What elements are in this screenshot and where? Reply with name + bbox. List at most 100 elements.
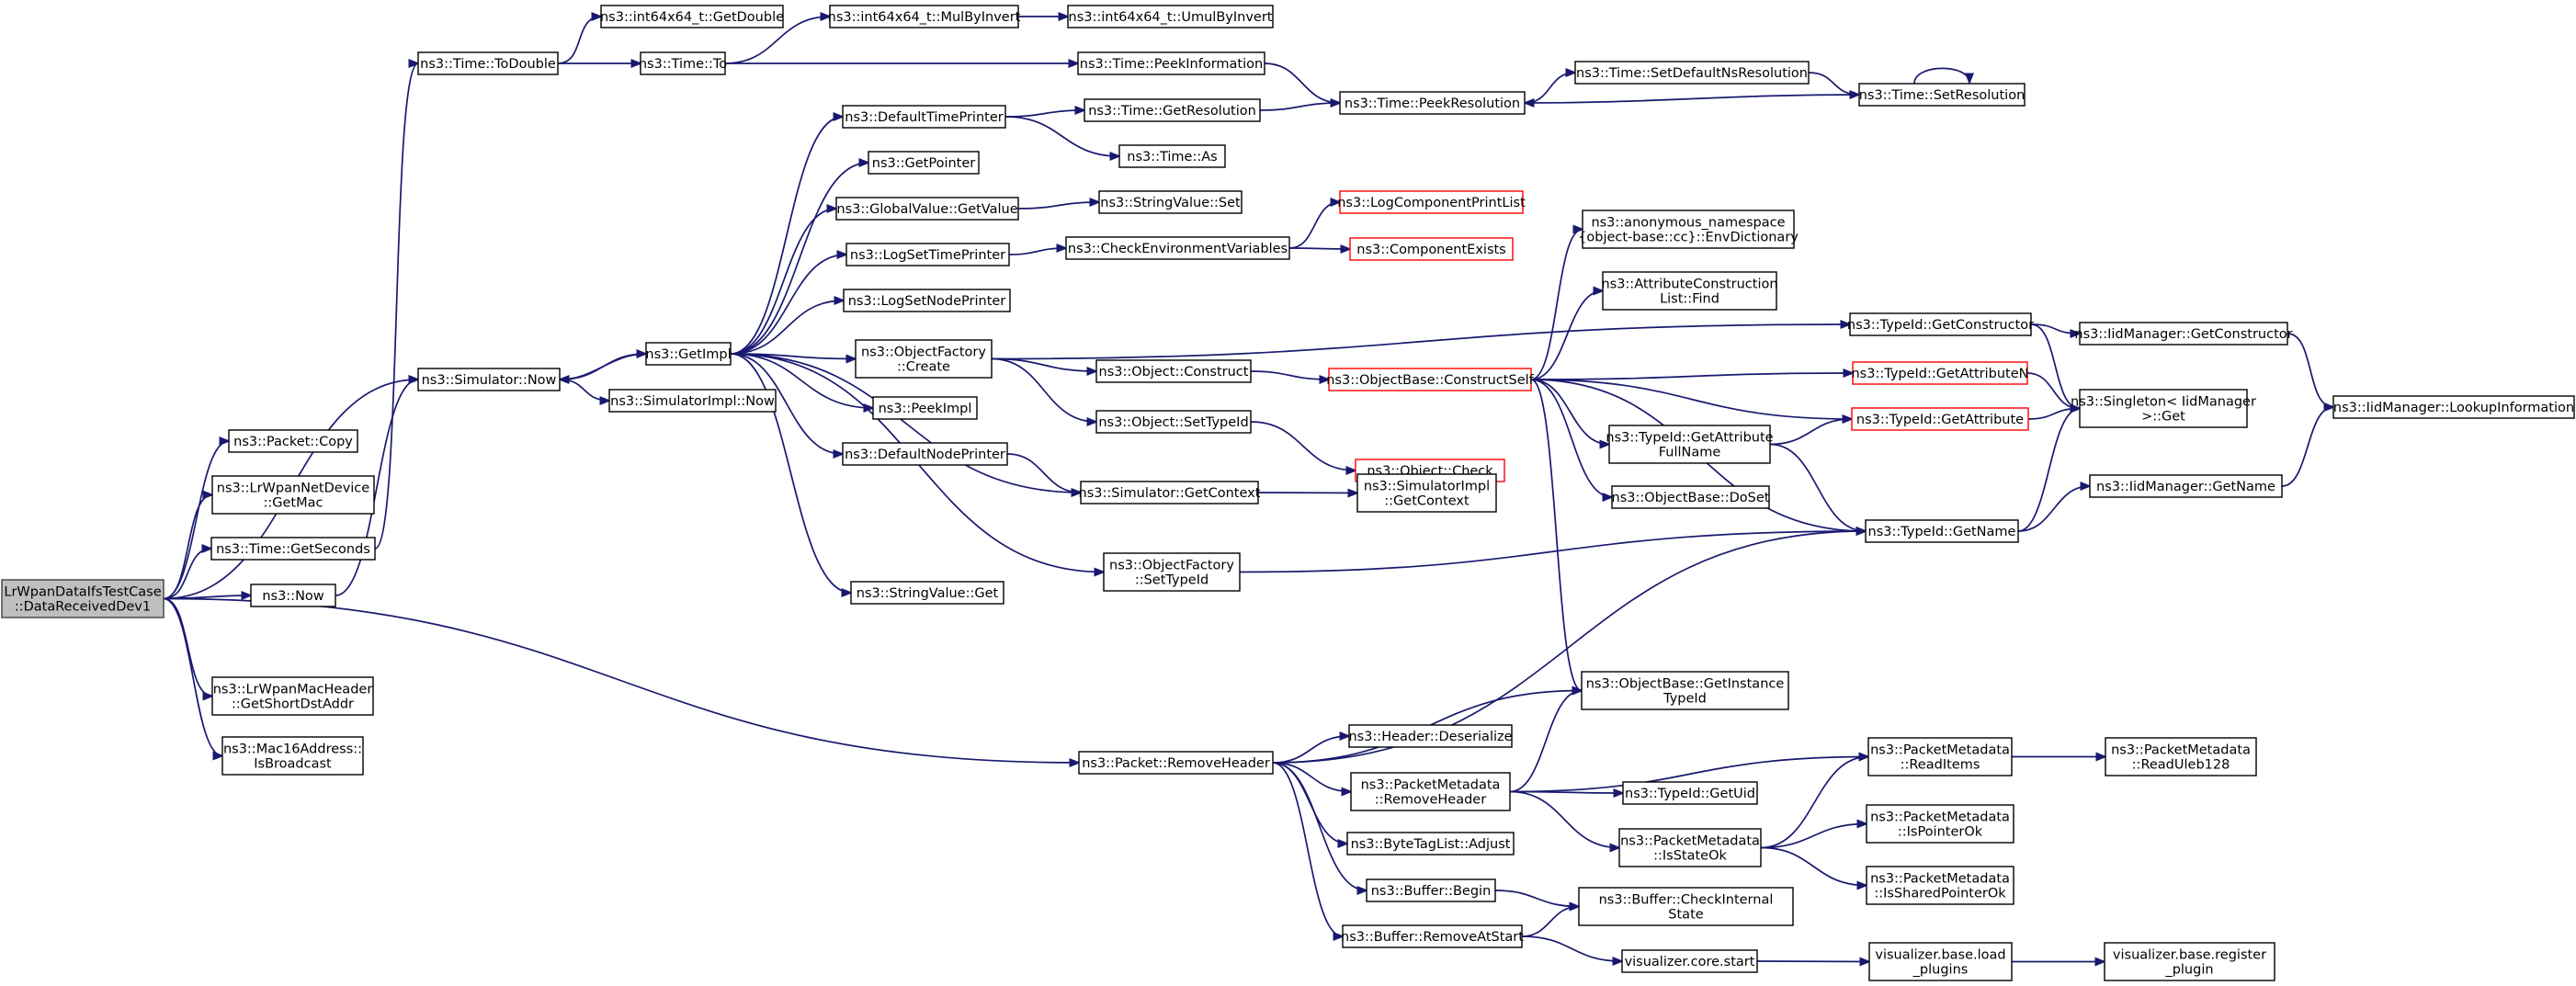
call-node[interactable]: ns3::Singleton< IidManager >::Get <box>2071 389 2256 428</box>
call-node[interactable]: ns3::ObjectFactory::SetTypeId <box>1103 552 1241 592</box>
call-node[interactable]: ns3::Simulator::Now <box>417 368 561 391</box>
call-node[interactable]: ns3::int64x64_t::MulByInvert <box>828 5 1021 28</box>
call-edge <box>730 300 844 355</box>
call-node[interactable]: ns3::TypeId::GetConstructor <box>1847 312 2034 336</box>
call-edge <box>163 549 211 600</box>
call-node-label: ns3::SimulatorImpl <box>1364 480 1490 494</box>
call-node[interactable]: visualizer.core.start <box>1621 949 1758 973</box>
call-node-box <box>1080 481 1259 504</box>
call-node[interactable]: ns3::IidManager::GetConstructor <box>2074 322 2293 346</box>
call-node[interactable]: ns3::PacketMetadata::IsPointerOk <box>1866 804 2014 844</box>
call-node[interactable]: ns3::TypeId::GetAttributeN <box>1851 361 2029 385</box>
call-node-label: ns3::DefaultNodePrinter <box>845 448 1005 462</box>
call-node[interactable]: ns3::TypeId::GetAttribute <box>1851 407 2029 431</box>
call-node[interactable]: ns3::Time::SetDefaultNsResolution <box>1574 61 1810 85</box>
call-node[interactable]: ns3::SimulatorImpl::GetContext <box>1356 473 1497 513</box>
call-node[interactable]: ns3::CheckEnvironmentVariables <box>1065 236 1290 260</box>
call-node[interactable]: ns3::Packet::RemoveHeader <box>1078 751 1274 775</box>
call-node[interactable]: ns3::Time::PeekInformation <box>1077 51 1265 75</box>
call-node-box <box>1349 237 1514 261</box>
call-node-label: ns3::ByteTagList::Adjust <box>1351 837 1511 852</box>
call-node-box <box>1350 772 1511 811</box>
call-node[interactable]: ns3::Buffer::Begin <box>1366 878 1496 902</box>
call-node[interactable]: ns3::Header::Deserialize <box>1348 724 1513 748</box>
call-node[interactable]: ns3::GetPointer <box>868 151 980 175</box>
call-node[interactable]: ns3::PacketMetadata::ReadItems <box>1867 737 2013 776</box>
call-node[interactable]: ns3::Time::ToDouble <box>417 51 559 75</box>
call-node-label: ns3::Time::PeekInformation <box>1080 57 1263 72</box>
call-node[interactable]: visualizer.base.load_plugins <box>1868 942 2013 981</box>
call-node[interactable]: ns3::Buffer::RemoveAtStart <box>1341 924 1524 948</box>
call-node[interactable]: ns3::IidManager::GetName <box>2089 474 2283 498</box>
call-node-label: ns3::Time::SetDefaultNsResolution <box>1576 66 1808 81</box>
call-node-label: ns3::ComponentExists <box>1356 243 1506 257</box>
call-node-label: ns3::Packet::RemoveHeader <box>1082 756 1270 771</box>
call-node-label: ns3::Object::SetTypeId <box>1098 415 1248 430</box>
call-node[interactable]: ns3::DefaultTimePrinter <box>842 105 1006 129</box>
call-node[interactable]: ns3::Time::PeekResolution <box>1339 91 1526 115</box>
call-node-box <box>829 5 1019 28</box>
call-node[interactable]: ns3::StringValue::Set <box>1098 190 1243 214</box>
call-node-label: ns3::LogSetTimePrinter <box>850 248 1005 263</box>
call-edge <box>1530 379 1609 445</box>
call-node-box <box>1858 83 2026 107</box>
call-node[interactable]: ns3::LrWpanMacHeader::GetShortDstAddr <box>211 676 374 716</box>
call-node[interactable]: ns3::LogSetTimePrinter <box>845 243 1010 266</box>
call-node[interactable]: ns3::ComponentExists <box>1349 237 1514 261</box>
call-node-label: ns3::Time::ToDouble <box>420 57 556 72</box>
call-node[interactable]: ns3::Time::As <box>1118 144 1226 168</box>
call-node-label: visualizer.base.register <box>2113 948 2266 963</box>
call-node[interactable]: ns3::PacketMetadata::IsStateOk <box>1618 828 1762 867</box>
call-node[interactable]: ns3::Time::SetResolution <box>1858 83 2026 107</box>
call-node[interactable]: LrWpanDataIfsTestCase::DataReceivedDev1 <box>1 579 165 618</box>
call-node[interactable]: ns3::PacketMetadata::RemoveHeader <box>1350 772 1511 811</box>
call-node-box <box>1084 98 1261 122</box>
call-node[interactable]: ns3::LogSetNodePrinter <box>843 289 1011 312</box>
call-node[interactable]: ns3::SimulatorImpl::Now <box>608 389 777 413</box>
call-node[interactable]: ns3::TypeId::GetUid <box>1622 781 1758 805</box>
call-node-label: ns3::Time::GetResolution <box>1088 104 1256 119</box>
call-node[interactable]: ns3::ByteTagList::Adjust <box>1346 832 1515 856</box>
call-edge <box>374 63 418 550</box>
call-node[interactable]: ns3::ObjectBase::DoSet <box>1611 485 1770 509</box>
call-node-label: ns3::TypeId::GetAttribute <box>1856 413 2024 427</box>
call-node[interactable]: visualizer.base.register_plugin <box>2104 942 2275 981</box>
call-node[interactable]: ns3::StringValue::Get <box>850 581 1004 605</box>
call-node[interactable]: ns3::TypeId::GetName <box>1865 519 2019 543</box>
call-node[interactable]: ns3::Mac16Address::IsBroadcast <box>221 736 364 776</box>
call-node-label: TypeId <box>1662 692 1707 707</box>
call-node[interactable]: ns3::Time::To <box>639 51 727 75</box>
call-node[interactable]: ns3::Object::SetTypeId <box>1095 410 1252 434</box>
call-node[interactable]: ns3::LogComponentPrintList <box>1337 190 1526 214</box>
call-node[interactable]: ns3::Time::GetSeconds <box>210 537 376 561</box>
call-node[interactable]: ns3::ObjectBase::ConstructSelf <box>1326 368 1535 391</box>
call-node-box <box>1618 828 1762 867</box>
call-node-label: ns3::CheckEnvironmentVariables <box>1068 242 1288 256</box>
call-node[interactable]: ns3::int64x64_t::GetDouble <box>600 5 784 28</box>
call-node[interactable]: ns3::Time::GetResolution <box>1084 98 1261 122</box>
call-node[interactable]: ns3::PeekImpl <box>872 396 978 420</box>
call-node[interactable]: ns3::PacketMetadata::IsSharedPointerOk <box>1866 866 2014 905</box>
call-edge <box>991 324 1850 360</box>
call-node[interactable]: ns3::PacketMetadata::ReadUleb128 <box>2105 737 2257 776</box>
call-node[interactable]: ns3::ObjectFactory::Create <box>855 339 993 379</box>
call-node[interactable]: ns3::int64x64_t::UmulByInvert <box>1067 5 1274 28</box>
call-node-box <box>600 5 784 28</box>
call-node[interactable]: ns3::Object::Construct <box>1095 359 1252 383</box>
call-edge <box>1006 453 1081 493</box>
call-node[interactable]: ns3::GetImpl <box>645 342 732 366</box>
call-node[interactable]: ns3::IidManager::LookupInformation <box>2332 395 2575 419</box>
call-node-label: ::SetTypeId <box>1135 573 1209 588</box>
call-node[interactable]: ns3::anonymous_namespace{object-base::cc… <box>1578 210 1799 249</box>
call-node[interactable]: ns3::Now <box>250 584 336 607</box>
call-node[interactable]: ns3::Simulator::GetContext <box>1079 481 1261 504</box>
call-node-label: ns3::GetImpl <box>645 347 731 362</box>
call-node[interactable]: ns3::Packet::Copy <box>228 429 358 453</box>
call-node[interactable]: ns3::LrWpanNetDevice::GetMac <box>211 475 375 515</box>
call-node[interactable]: ns3::GlobalValue::GetValue <box>835 197 1019 221</box>
call-node[interactable]: ns3::DefaultNodePrinter <box>842 442 1008 466</box>
